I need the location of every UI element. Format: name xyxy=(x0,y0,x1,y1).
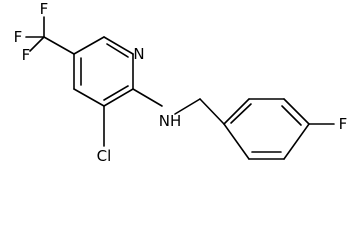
atom-label-cl: Cl xyxy=(97,147,112,165)
bond-pyr-c6-n1-inner xyxy=(106,43,129,58)
bond-benz-1-2 xyxy=(223,98,250,125)
bond-benz-1-2-inner xyxy=(230,103,252,124)
bond-benz-4-5 xyxy=(283,123,310,160)
atom-label-f-lower: F xyxy=(22,46,31,64)
bond-c2-nh xyxy=(132,88,163,107)
atom-label-n-ring: N xyxy=(133,45,144,63)
bond-benz-6-1 xyxy=(223,123,250,160)
bond-pyr-c6-n1 xyxy=(103,36,134,55)
chemical-structure: F F F N Cl NH F xyxy=(14,0,348,165)
atom-label-f-left: F xyxy=(14,28,23,46)
bond-ch2-aryl xyxy=(199,98,225,125)
bond-pyr-c2-c3-inner xyxy=(103,85,129,101)
bond-pyr-c5-c6 xyxy=(73,36,105,55)
atom-label-f-aryl: F xyxy=(339,115,348,133)
bond-pyr-c2-c3 xyxy=(103,88,134,107)
atom-label-f-top: F xyxy=(40,0,49,18)
bond-benz-3-4 xyxy=(283,98,310,125)
bond-cf3-ring xyxy=(43,36,75,55)
bond-cf3-f-lower xyxy=(29,36,45,52)
bond-nh-ch2 xyxy=(174,98,201,115)
bond-benz-3-4-inner xyxy=(281,105,302,126)
bond-pyr-c3-c4 xyxy=(73,88,105,107)
atom-label-nh: NH xyxy=(159,112,182,130)
